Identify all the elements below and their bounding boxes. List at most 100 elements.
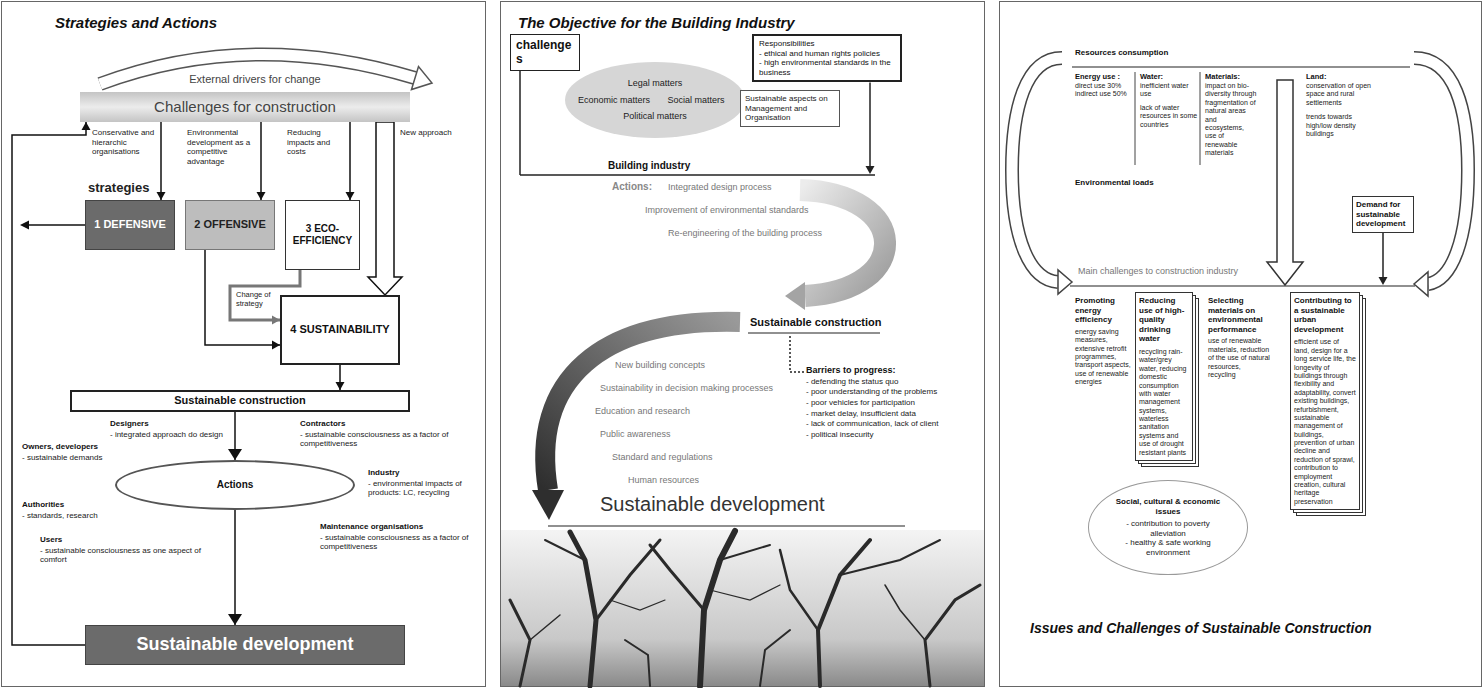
connector bbox=[368, 122, 402, 295]
issues-ellipse: Social, cultural & economic issues - cont… bbox=[1088, 480, 1248, 575]
layout-arrow bbox=[1379, 233, 1388, 285]
edge-label: Reducing impacts and costs bbox=[287, 128, 346, 157]
text-label: energy saving measures, extensive retrof… bbox=[1075, 328, 1131, 387]
text-label: Water: bbox=[1140, 72, 1198, 81]
caption: Issues and Challenges of Sustainable Con… bbox=[1030, 620, 1450, 637]
text-label: Standard and regulations bbox=[612, 452, 812, 463]
text-label: Re-engineering of the building process bbox=[668, 228, 858, 239]
text-label: Industry bbox=[368, 468, 480, 478]
node-text: Legal matters bbox=[573, 78, 737, 89]
node-text: Social, cultural & economic issues bbox=[1113, 497, 1223, 516]
edge-label: Conservative and hierarchic organisation… bbox=[92, 128, 157, 157]
text-label: Public awareness bbox=[600, 429, 800, 440]
edge-label: New approach bbox=[400, 128, 455, 138]
text-label: Education and research bbox=[595, 406, 795, 417]
node-text: 3 ECO-EFFICIENCY bbox=[289, 223, 356, 247]
node-text: Political matters bbox=[573, 111, 737, 122]
text-label: - market delay, insufficient data bbox=[806, 409, 978, 419]
text-label: Improvement of environmental standards bbox=[645, 205, 830, 216]
text-label: Land: bbox=[1306, 72, 1374, 81]
text-label: Actions: bbox=[612, 181, 664, 193]
tree-photo bbox=[510, 531, 980, 686]
strategy-box: 3 ECO-EFFICIENCY bbox=[285, 200, 360, 270]
text-label: Authorities bbox=[22, 500, 117, 510]
node-text: recycling rain-water/grey water, reducin… bbox=[1139, 348, 1189, 457]
text-label: Users bbox=[40, 535, 190, 545]
strategy-box: 2 OFFENSIVE bbox=[185, 200, 275, 250]
text-label: - sustainable consciousness as one aspec… bbox=[40, 546, 210, 565]
text-label: Environmental loads bbox=[1075, 178, 1185, 188]
node-text: 4 SUSTAINABILITY bbox=[286, 323, 394, 336]
text-label: trends towards high/low density building… bbox=[1306, 113, 1374, 138]
process-box: Sustainable construction bbox=[70, 390, 410, 412]
responsibility-box: Responsibilities- ethical and human righ… bbox=[752, 34, 902, 82]
text-label: - sustainable consciousness as a factor … bbox=[320, 533, 470, 552]
text-label: Human resources bbox=[628, 475, 828, 486]
text-label: Designers bbox=[110, 419, 225, 429]
panel-title: Strategies and Actions bbox=[55, 14, 375, 32]
connector bbox=[157, 122, 166, 200]
connector bbox=[336, 365, 345, 390]
text-label: Resources consumption bbox=[1075, 48, 1225, 58]
connector bbox=[228, 412, 242, 460]
challenge-card: Contributing to a sustainable urban deve… bbox=[1290, 292, 1360, 510]
connector bbox=[346, 122, 355, 200]
text-label: - poor understanding of the problems bbox=[806, 387, 978, 397]
node-text: 2 OFFENSIVE bbox=[190, 218, 270, 231]
node-text: Reducing use of high-quality drinking wa… bbox=[1139, 296, 1189, 344]
layout-arrow bbox=[866, 82, 875, 174]
node-text: Sustainable aspects on Management and Or… bbox=[745, 94, 835, 123]
aspect-box: Sustainable aspects on Management and Or… bbox=[740, 90, 840, 127]
text-label: Integrated design process bbox=[668, 182, 818, 193]
matters-ellipse: Legal mattersEconomic mattersSocial matt… bbox=[565, 62, 745, 138]
text-label: Energy use : bbox=[1075, 72, 1133, 81]
node-text: Challenges for construction bbox=[154, 98, 336, 116]
challenge-band: Challenges for construction bbox=[80, 92, 410, 122]
outcome-bar: Sustainable development bbox=[85, 625, 405, 665]
text-label: - sustainable consciousness as a factor … bbox=[300, 430, 460, 449]
node-text: - contribution to poverty alleviation bbox=[1113, 519, 1223, 538]
text-label: impact on bio-diversity through fragment… bbox=[1205, 82, 1257, 158]
connector bbox=[257, 122, 266, 200]
actions-ellipse: Actions bbox=[115, 460, 355, 510]
node-text: - high environmental standards in the bu… bbox=[759, 58, 895, 77]
text-label: Promoting energy efficiency bbox=[1075, 296, 1131, 325]
text-label: Materials: bbox=[1205, 72, 1257, 81]
text-label: - political insecurity bbox=[806, 430, 978, 440]
node-text: Demand for sustainable development bbox=[1356, 200, 1410, 229]
strategy-box: 4 SUSTAINABILITY bbox=[280, 295, 400, 365]
edge-label: Environmental development as a competiti… bbox=[187, 128, 257, 166]
text-label: New building concepts bbox=[615, 360, 815, 371]
text-label: - lack of communication, lack of client bbox=[806, 419, 978, 429]
challenge-box: challenges bbox=[510, 34, 580, 71]
edge-label: Change of strategy bbox=[236, 290, 298, 308]
text-label: Main challenges to construction industry bbox=[1078, 266, 1253, 277]
strategy-box: 1 DEFENSIVE bbox=[85, 200, 175, 250]
text-label: Building industry bbox=[608, 160, 768, 172]
text-label: use of renewable materials, reduction of… bbox=[1208, 337, 1270, 379]
text-label: - environmental impacts of products: LC,… bbox=[368, 479, 480, 498]
text-label: Sustainability in decision making proces… bbox=[600, 383, 810, 394]
text-label: Sustainable development bbox=[600, 492, 900, 516]
text-label: - defending the status quo bbox=[806, 377, 978, 387]
text-label: Contractors bbox=[300, 419, 460, 429]
node-text: Social matters bbox=[655, 95, 737, 106]
node-text: Sustainable development bbox=[86, 634, 404, 656]
node-text: 1 DEFENSIVE bbox=[90, 218, 170, 231]
node-text: Responsibilities bbox=[759, 39, 895, 49]
text-label: Barriers to progress: bbox=[806, 365, 978, 376]
connector bbox=[228, 510, 242, 625]
node-text: - ethical and human rights policies bbox=[759, 49, 895, 59]
node-text: efficient use of land, design for a long… bbox=[1294, 338, 1356, 506]
node-text: Economic matters bbox=[573, 95, 655, 106]
text-label: lack of water resources in some countrie… bbox=[1140, 104, 1198, 129]
node-text: - healthy & safe working environment bbox=[1113, 538, 1223, 557]
node-text: Sustainable construction bbox=[74, 394, 406, 407]
text-label: Maintenance organisations bbox=[320, 522, 470, 532]
node-text: challenges bbox=[516, 38, 574, 67]
text-label: - poor vehicles for participation bbox=[806, 398, 978, 408]
text-label: direct use 30% indirect use 50% bbox=[1075, 82, 1130, 99]
connector bbox=[12, 122, 91, 645]
text-label: - standards, research bbox=[22, 511, 132, 521]
